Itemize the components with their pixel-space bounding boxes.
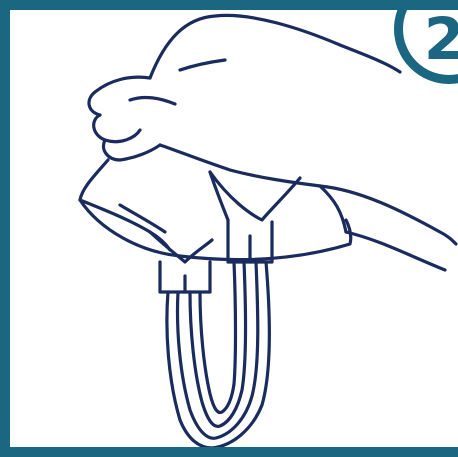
mask-right-edge	[320, 186, 346, 232]
hand-finger-middle	[94, 115, 140, 142]
strap-inner-2	[190, 262, 246, 426]
strap-outer	[167, 262, 269, 448]
forearm-bottom	[346, 232, 445, 270]
hand-palm-edge	[160, 145, 320, 186]
hand-thumb-crease	[180, 60, 225, 70]
hand-finger-top	[89, 77, 150, 115]
mask-center-fold	[210, 172, 228, 220]
mask-rim	[80, 200, 351, 260]
step-number: 2	[424, 10, 458, 68]
hand-finger-line	[130, 97, 175, 104]
strap-inner-3	[200, 262, 236, 412]
